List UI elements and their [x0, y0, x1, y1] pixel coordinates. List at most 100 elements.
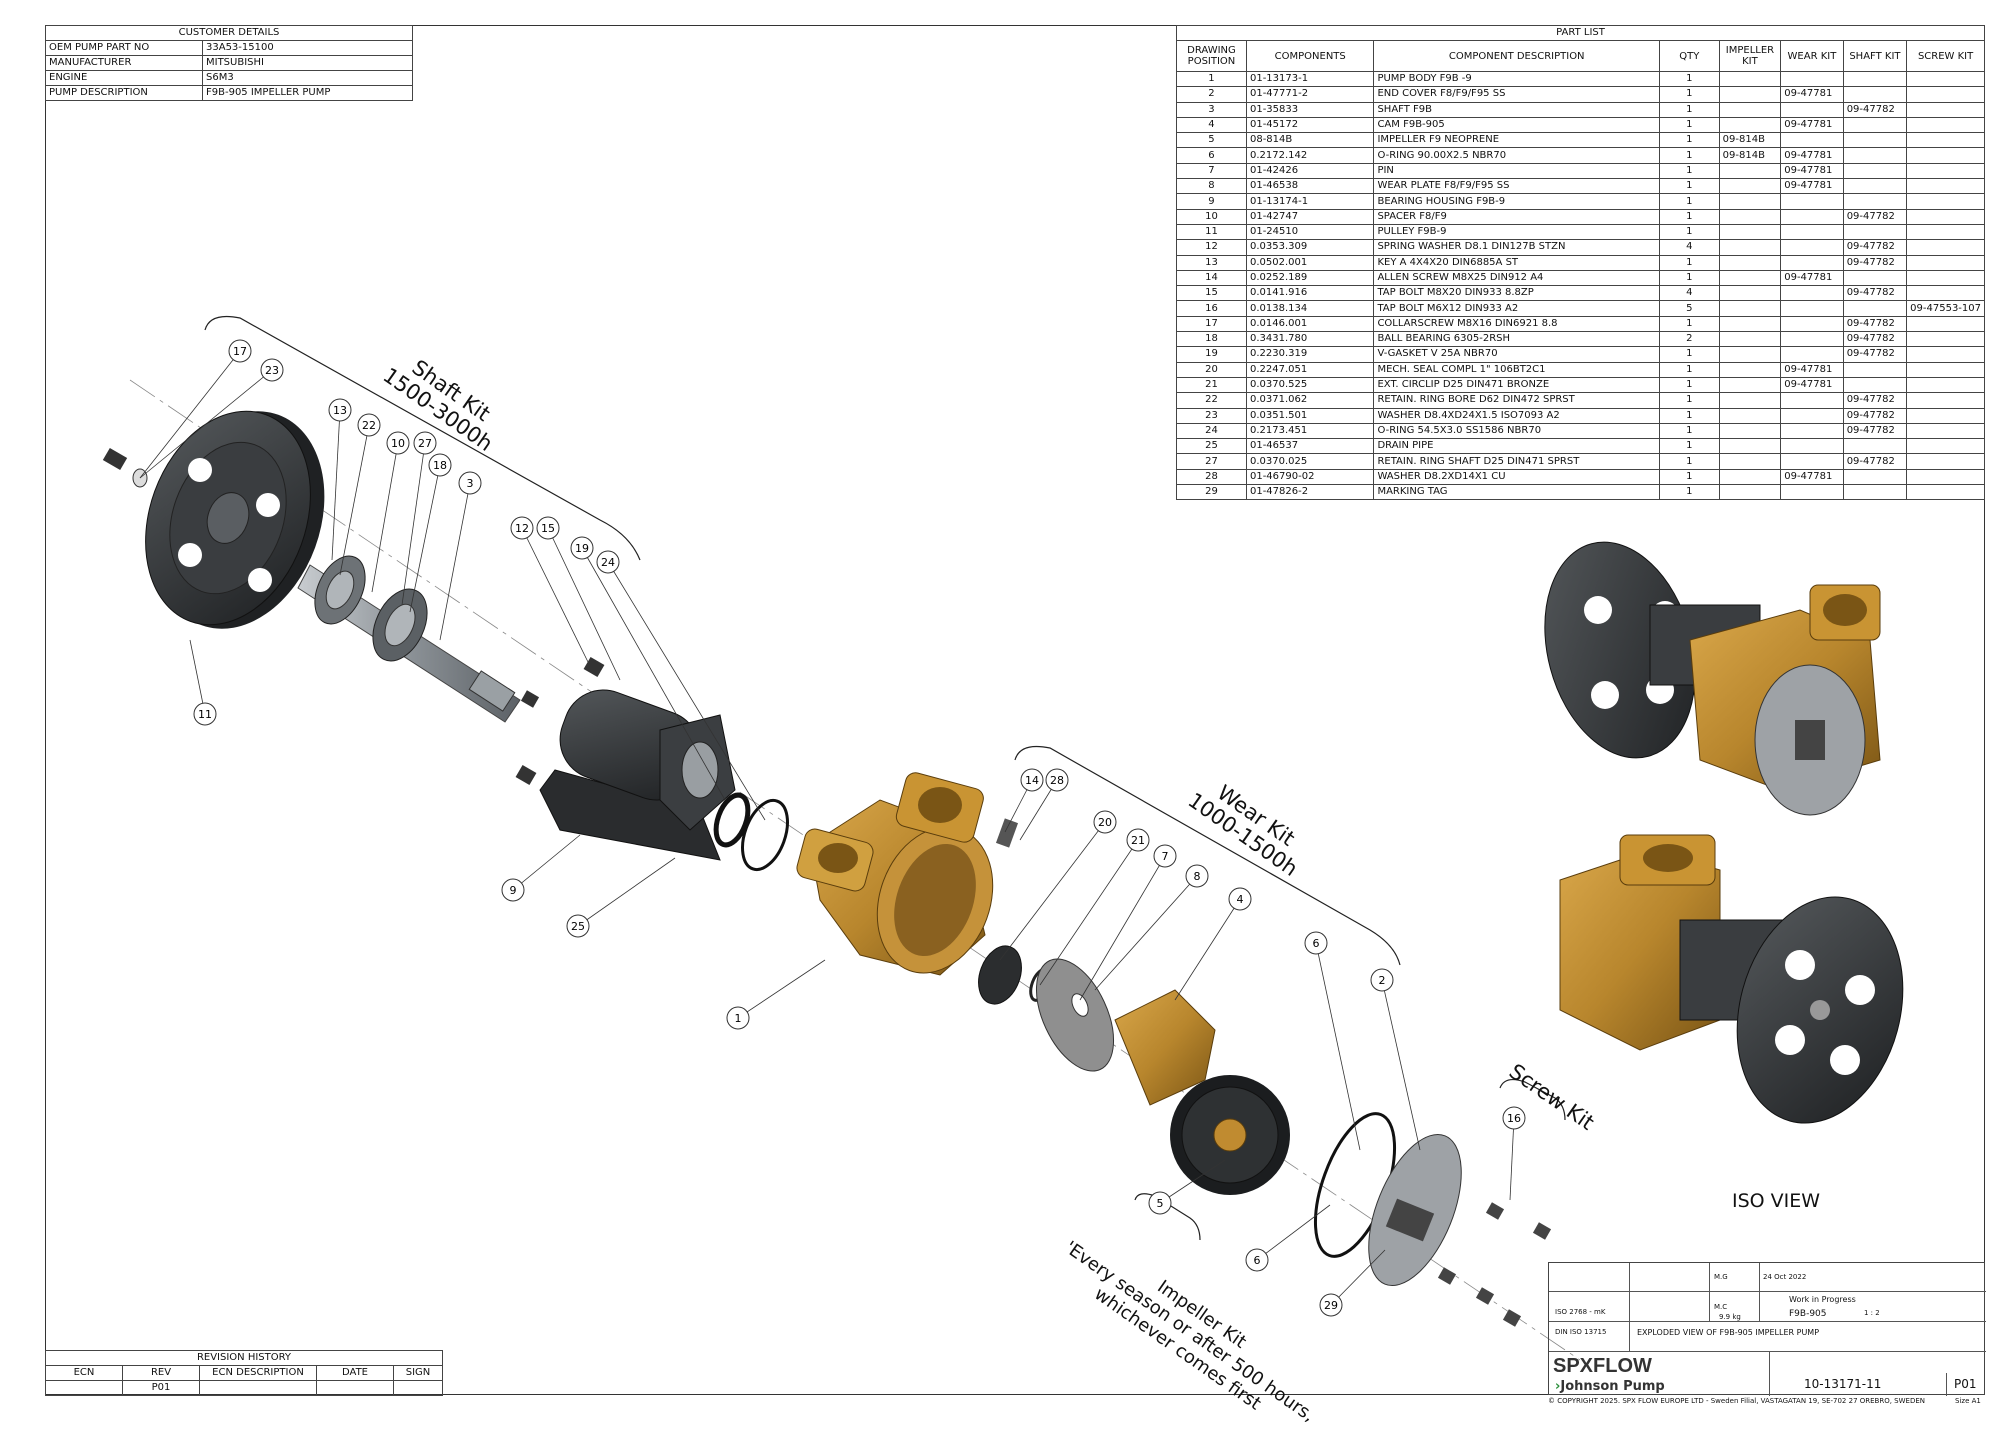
balloon-10: 10 — [371, 431, 410, 593]
balloon-14: 14 — [1004, 768, 1044, 833]
balloon-13: 13 — [328, 398, 352, 561]
balloon-number: 11 — [198, 708, 212, 721]
column-header: ECN — [45, 1365, 123, 1381]
leader-line — [189, 639, 206, 715]
leader-line — [1330, 1249, 1386, 1306]
leader-line — [1256, 1204, 1331, 1261]
leader-line — [401, 442, 426, 606]
balloon-circle — [1153, 844, 1177, 868]
balloon-number: 5 — [1157, 1197, 1164, 1210]
balloon-circle — [1185, 864, 1209, 888]
balloon-22: 22 — [339, 413, 381, 576]
column-header: IMPELLER KIT — [1718, 40, 1782, 72]
balloon-number: 25 — [571, 920, 585, 933]
table-row: P01 — [45, 1380, 443, 1396]
balloon-circle — [536, 516, 560, 540]
column-header: COMPONENTS — [1245, 40, 1375, 72]
balloon-circle — [1370, 968, 1394, 992]
balloon-25: 25 — [566, 857, 676, 938]
balloon-number: 23 — [265, 364, 279, 377]
table-cell: 01-47826-2 — [1245, 484, 1375, 501]
title-block-weight: 9.9 kg — [1719, 1313, 1741, 1321]
balloon-number: 14 — [1025, 774, 1039, 787]
balloon-number: 7 — [1162, 850, 1169, 863]
brand-logo: SPXFLOW — [1553, 1355, 1652, 1377]
mechanical-seal — [978, 945, 1022, 1005]
balloon-6: 6 — [1245, 1204, 1331, 1272]
balloon-number: 4 — [1237, 893, 1244, 906]
leader-line — [577, 857, 676, 927]
pump-body — [796, 772, 994, 976]
balloon-circle — [413, 431, 437, 455]
balloon-number: 1 — [735, 1012, 742, 1025]
balloon-circle — [1126, 828, 1150, 852]
balloon-number: 18 — [433, 459, 447, 472]
column-header: SIGN — [393, 1365, 443, 1381]
leader-line — [1019, 779, 1058, 841]
balloon-circle — [1502, 1106, 1526, 1130]
balloon-5: 5 — [1148, 1159, 1226, 1215]
leader-line — [1509, 1117, 1515, 1201]
balloon-4: 4 — [1174, 887, 1252, 1001]
leader-line — [139, 350, 241, 479]
balloon-circle — [228, 339, 252, 363]
balloon-17: 17 — [139, 339, 252, 479]
leader-line — [1159, 1159, 1226, 1204]
leader-line — [409, 464, 441, 613]
balloon-8: 8 — [1094, 864, 1209, 991]
balloon-number: 6 — [1254, 1254, 1261, 1267]
balloon-1: 1 — [726, 959, 826, 1030]
balloon-circle — [428, 453, 452, 477]
table-cell — [1906, 484, 1985, 501]
table-cell — [1842, 484, 1908, 501]
v-gasket — [713, 792, 751, 848]
balloon-circle — [1045, 768, 1069, 792]
balloon-number: 15 — [541, 522, 555, 535]
balloon-circle — [510, 516, 534, 540]
balloon-number: 9 — [510, 884, 517, 897]
o-ring — [741, 798, 789, 872]
iso-view-bottom — [1559, 834, 1904, 1124]
balloon-number: 12 — [515, 522, 529, 535]
balloon-circle — [386, 431, 410, 455]
balloon-2: 2 — [1370, 968, 1421, 1151]
balloon-9: 9 — [501, 834, 581, 902]
title-block-tolerance: ISO 2768 - mK — [1555, 1308, 1606, 1316]
table-cell: F9B-905 IMPELLER PUMP — [202, 85, 413, 101]
drawing-revision: P01 — [1954, 1377, 1977, 1391]
table-cell: 1 — [1659, 484, 1720, 501]
title-block: M.G 24 Oct 2022 M.C Work in Progress F9B… — [1548, 1262, 1986, 1396]
balloon-12: 12 — [510, 516, 589, 663]
leader-line — [607, 561, 766, 821]
tap-bolts — [1437, 1202, 1552, 1327]
table-cell — [393, 1380, 443, 1396]
pulley — [145, 410, 325, 629]
balloon-number: 29 — [1324, 1299, 1338, 1312]
leader-line — [999, 821, 1106, 961]
leader-line — [139, 369, 273, 479]
leader-line — [439, 482, 471, 641]
leader-line — [521, 527, 589, 663]
balloon-circle — [1245, 1248, 1269, 1272]
balloon-circle — [357, 413, 381, 437]
leader-line — [1174, 898, 1241, 1001]
sheet-size: Size A1 — [1955, 1397, 1981, 1405]
copyright-text: © COPYRIGHT 2025. SPX FLOW EUROPE LTD - … — [1548, 1397, 1926, 1405]
balloon-circle — [1148, 1191, 1172, 1215]
iso-view-top — [1544, 541, 1881, 816]
shaft-kit-bracket — [204, 315, 641, 561]
balloon-24: 24 — [596, 550, 766, 821]
leader-line — [1039, 839, 1139, 986]
leader-line — [581, 547, 726, 801]
title-block-drawn: M.G — [1714, 1273, 1728, 1281]
